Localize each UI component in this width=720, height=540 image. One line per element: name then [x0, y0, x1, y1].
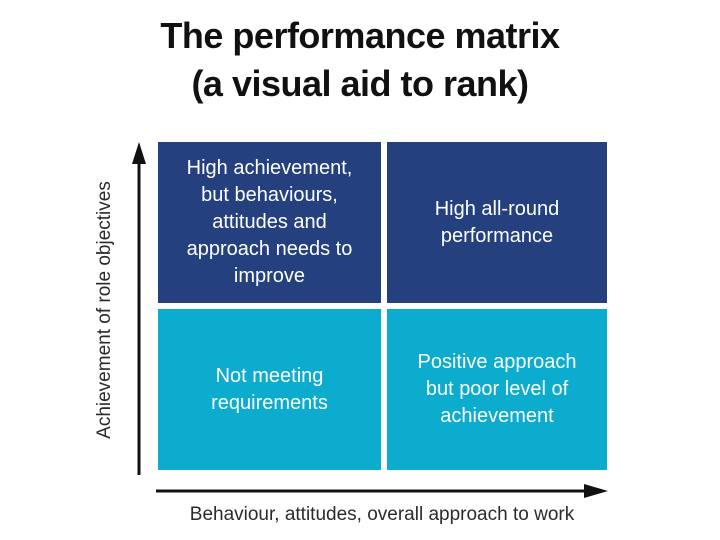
quadrant-top-left-label: High achievement, but behaviours, attitu… [186, 157, 353, 287]
x-axis-label: Behaviour, attitudes, overall approach t… [189, 504, 575, 525]
quadrant-bottom-right: Positive approach but poor level of achi… [387, 309, 607, 470]
quadrant-top-right-label: High all-round performance [434, 197, 560, 247]
x-axis-arrow [156, 484, 608, 498]
quadrant-top-right: High all-round performance [387, 142, 607, 303]
quadrant-bottom-left-label: Not meeting requirements [211, 364, 328, 414]
matrix-grid: High achievement, but behaviours, attitu… [158, 142, 607, 470]
quadrant-top-left: High achievement, but behaviours, attitu… [158, 142, 381, 303]
y-axis-label: Achievement of role objectives [94, 181, 115, 439]
quadrant-bottom-left: Not meeting requirements [158, 309, 381, 470]
slide-title: The performance matrix (a visual aid to … [160, 15, 560, 104]
quadrant-bottom-right-label: Positive approach but poor level of achi… [417, 351, 577, 427]
y-axis-arrow [132, 142, 146, 475]
